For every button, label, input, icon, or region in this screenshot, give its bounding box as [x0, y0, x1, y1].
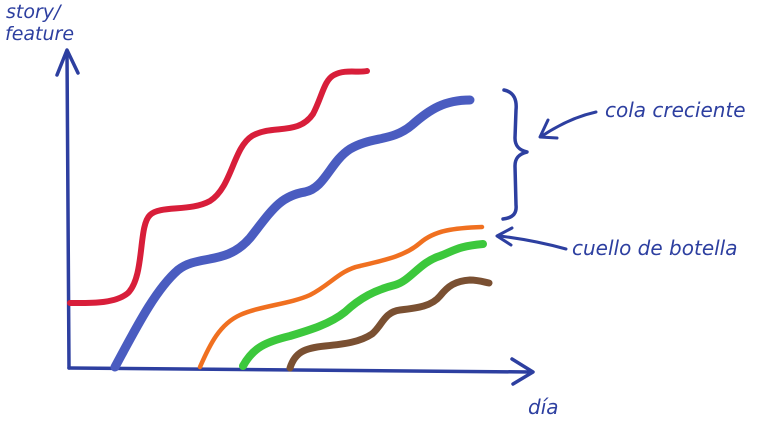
arrow-cuello-botella-shaft	[498, 234, 568, 251]
y-axis-label-line1: story/	[6, 1, 63, 23]
curve-orange	[197, 224, 485, 370]
curve-brown	[286, 276, 493, 372]
bracket-brace	[501, 88, 529, 221]
annotation-cuello-de-botella: cuello de botella	[572, 236, 738, 260]
x-axis-arrowhead	[510, 357, 535, 386]
annotation-arrows	[495, 110, 598, 251]
axes	[55, 48, 535, 386]
y-axis-line	[65, 50, 71, 370]
y-axis-arrowhead	[55, 48, 80, 77]
x-axis-label: día	[528, 395, 559, 419]
arrow-cuello-botella-head	[495, 226, 514, 247]
x-axis-line	[67, 366, 532, 374]
arrow-cola-creciente-shaft	[540, 110, 598, 138]
arrow-cola-creciente-head	[538, 118, 559, 140]
curve-green	[239, 240, 487, 370]
y-axis-label-line2: feature	[5, 23, 74, 45]
curve-red	[67, 68, 370, 307]
annotation-cola-creciente: cola creciente	[605, 98, 746, 122]
curve-blue	[110, 95, 475, 372]
curves	[67, 68, 493, 372]
